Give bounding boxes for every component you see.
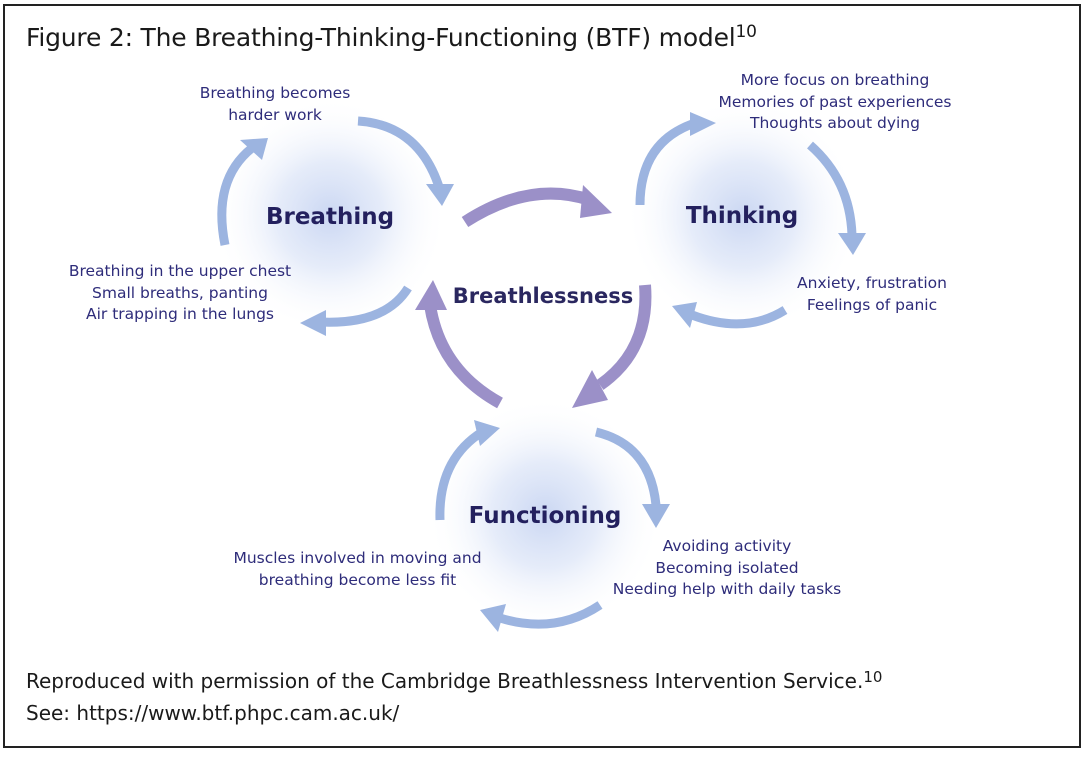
functioning-arrow-right	[594, 427, 661, 506]
breathing-glow	[212, 97, 448, 333]
breathing-arrow-top-head	[426, 184, 454, 206]
thinking-glow	[625, 97, 861, 333]
functioning-arrow-right-head	[642, 504, 670, 528]
footer-credit: Reproduced with permission of the Cambri…	[26, 668, 883, 693]
annotation-breathing-left: Breathing in the upper chest Small breat…	[55, 261, 305, 326]
node-breathing: Breathing	[265, 204, 395, 230]
functioning-arrow-left	[435, 428, 485, 521]
center-arrow-breathing-to-thinking	[461, 187, 592, 228]
annotation-thinking-top: More focus on breathing Memories of past…	[705, 70, 965, 135]
center-arrow-functioning-to-breathing	[424, 304, 503, 409]
thinking-arrow-bottom-head	[672, 302, 697, 328]
annotation-line: Breathing in the upper chest	[68, 262, 292, 280]
annotation-line: harder work	[228, 105, 322, 124]
annotation-line: Air trapping in the lungs	[85, 305, 275, 323]
center-arrow-thinking-to-functioning	[596, 284, 652, 390]
thinking-arrow-top-head	[690, 112, 716, 136]
annotation-line: Becoming isolated	[655, 558, 799, 577]
annotation-line: Avoiding activity	[662, 537, 792, 555]
center-arrow-functioning-to-breathing-head	[415, 280, 447, 310]
annotation-functioning-left: Muscles involved in moving and breathing…	[220, 548, 495, 591]
title-reference: 10	[735, 22, 757, 42]
functioning-glow	[427, 397, 663, 633]
thinking-arrow-top	[635, 117, 700, 206]
thinking-arrow-right	[806, 141, 857, 236]
functioning-arrow-bottom	[498, 601, 603, 629]
annotation-line: Thoughts about dying	[750, 114, 920, 132]
annotation-line: Small breaths, panting	[92, 283, 268, 302]
annotation-thinking-right: Anxiety, frustration Feelings of panic	[782, 273, 962, 316]
functioning-arrow-left-head	[474, 420, 500, 446]
annotation-breathing-top: Breathing becomes harder work	[185, 83, 365, 126]
node-thinking: Thinking	[685, 203, 799, 229]
annotation-line: Anxiety, frustration	[797, 274, 947, 292]
breathing-arrow-right-head	[300, 310, 326, 336]
breathing-arrow-right	[319, 285, 412, 327]
breathing-arrow-top	[357, 116, 445, 192]
annotation-line: Memories of past experiences	[718, 92, 952, 111]
center-arrow-breathing-to-thinking-head	[580, 185, 612, 218]
thinking-arrow-bottom	[690, 306, 788, 329]
footer-reference: 10	[863, 668, 883, 686]
figure-title: Figure 2: The Breathing-Thinking-Functio…	[26, 22, 757, 52]
center-arrow-thinking-to-functioning-head	[572, 370, 608, 408]
annotation-functioning-right: Avoiding activity Becoming isolated Need…	[597, 536, 857, 601]
thinking-arrow-right-head	[838, 233, 866, 255]
functioning-arrow-bottom-head	[480, 604, 506, 632]
annotation-line: Feelings of panic	[806, 295, 938, 314]
breathing-arrow-left	[217, 144, 255, 246]
annotation-line: More focus on breathing	[740, 71, 930, 89]
footer-link[interactable]: See: https://www.btf.phpc.cam.ac.uk/	[26, 701, 400, 725]
breathing-arrow-left-head	[240, 138, 268, 160]
annotation-line: Needing help with daily tasks	[612, 580, 842, 598]
annotation-line: breathing become less fit	[258, 570, 457, 589]
node-functioning: Functioning	[468, 503, 622, 529]
annotation-line: Muscles involved in moving and	[233, 549, 482, 567]
annotation-line: Breathing becomes	[199, 84, 351, 102]
node-breathlessness: Breathlessness	[452, 284, 634, 308]
